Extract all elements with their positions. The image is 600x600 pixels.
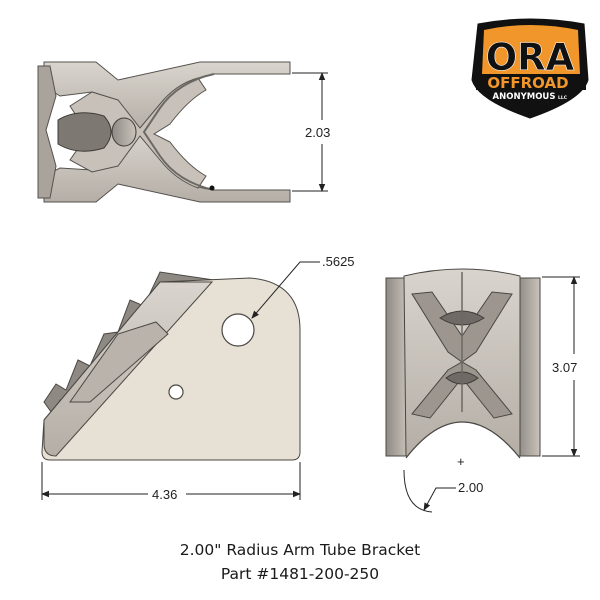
dim-side-view-length: 4.36 (152, 487, 177, 502)
top-view-boss (111, 117, 137, 147)
end-view: 3.07 + 2.00 (385, 268, 580, 513)
top-view-left-flange (37, 65, 57, 199)
end-view-right-plate (517, 277, 541, 457)
top-view: 2.03 (37, 61, 330, 203)
logo-name: OFFROAD (487, 74, 568, 92)
caption-title: 2.00" Radius Arm Tube Bracket (179, 541, 421, 559)
dim-tube-radius: 2.00 (458, 480, 483, 495)
side-view-large-hole (221, 313, 255, 347)
logo-shield-inner (482, 25, 580, 74)
side-view-inner-window (69, 321, 169, 403)
logo-suffix: LLC (558, 95, 568, 101)
logo-sub: ANONYMOUS (493, 92, 556, 102)
top-view-x-web (69, 77, 207, 189)
side-view-small-hole (168, 384, 184, 400)
dim-top-view-width: 2.03 (305, 125, 330, 140)
top-view-center-slot (57, 112, 112, 152)
logo-band (476, 74, 586, 90)
logo-mark: ORA (486, 36, 575, 79)
dim-radius-leader (423, 487, 456, 511)
caption-part-number: Part #1481-200-250 (220, 565, 380, 583)
dim-hole-diameter: .5625 (322, 254, 355, 269)
side-view: .5625 4.36 (41, 254, 355, 502)
ora-logo: ORA OFFROAD ANONYMOUS LLC (471, 18, 589, 119)
end-view-tube-cutout (405, 421, 521, 459)
dim-end-view-height: 3.07 (552, 360, 577, 375)
dim-hole-leader (251, 261, 320, 319)
top-view-inner-curve (142, 73, 215, 191)
dim-radius-arc (403, 469, 433, 513)
top-view-weld-dot (209, 185, 215, 191)
dim-radius-center-mark: + (457, 454, 465, 469)
